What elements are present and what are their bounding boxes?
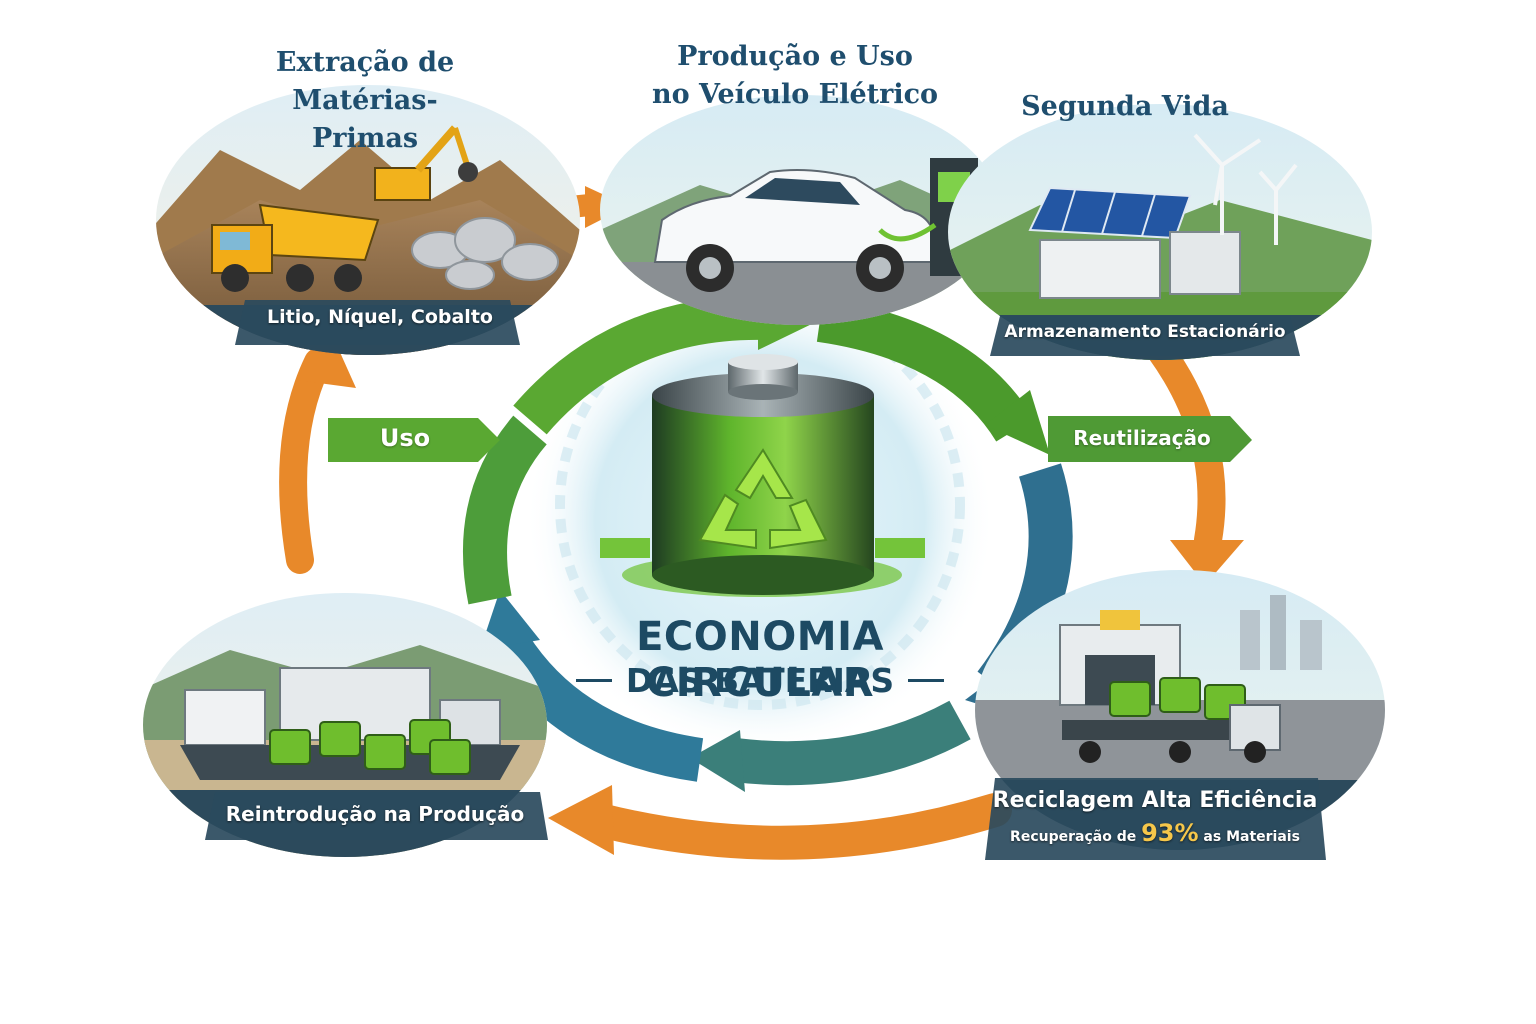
center-subtitle-row: DAS BATERIAS — [560, 660, 960, 700]
stage-extraction-title: Extração de Matérias-Primas — [275, 47, 455, 154]
dump-truck-icon — [211, 203, 380, 292]
reutilizacao-arrow-banner — [1048, 416, 1252, 462]
second-life-caption-banner — [990, 316, 1300, 356]
reintroduction-caption-banner — [205, 792, 548, 840]
electric-car-icon — [653, 169, 936, 292]
recycling-caption-line2: Recuperação de 93% as Materiais — [1010, 819, 1300, 847]
subtitle-right-dash — [908, 678, 945, 682]
recovery-percentage: 93% — [1141, 819, 1199, 847]
storage-building — [1039, 231, 1241, 299]
wind-turbine-icon — [1193, 133, 1298, 245]
stage-recycling-caption: Reciclagem Alta Eficiência Recuperação d… — [985, 786, 1325, 854]
stage-production-scene — [600, 95, 1000, 325]
stage-second-life-title: Segunda Vida — [1021, 91, 1229, 122]
solar-panel-icon — [1028, 186, 1192, 240]
excavator-icon — [374, 125, 478, 201]
arrow-label-reutilizacao: Reutilização — [1073, 426, 1211, 450]
battery-cells-recycling — [1109, 677, 1246, 720]
arrow-label-uso: Uso — [379, 424, 431, 452]
ore-rocks — [411, 217, 559, 290]
battery-icon — [600, 354, 925, 597]
uso-arrow-banner — [328, 418, 500, 462]
recycling-caption-line1: Reciclagem Alta Eficiência — [992, 788, 1318, 813]
center-subtitle: DAS BATERIAS — [625, 660, 895, 700]
subtitle-left-dash — [575, 678, 612, 682]
recycle-icon — [698, 448, 828, 550]
extraction-caption-banner — [235, 300, 520, 345]
battery-cells — [269, 719, 471, 775]
truck-icon — [1062, 704, 1281, 763]
stage-second-life-caption: Armazenamento Estacionário — [1004, 322, 1286, 342]
stage-extraction-caption: Litio, Níquel, Cobalto — [267, 306, 493, 328]
center-title: ECONOMIA CIRCULAR — [636, 614, 884, 706]
recycling-caption-banner — [985, 778, 1326, 860]
stage-reintroduction-caption: Reintrodução na Produção — [225, 802, 525, 826]
stage-production-title: Produção e Uso no Veículo Elétrico — [651, 41, 939, 110]
